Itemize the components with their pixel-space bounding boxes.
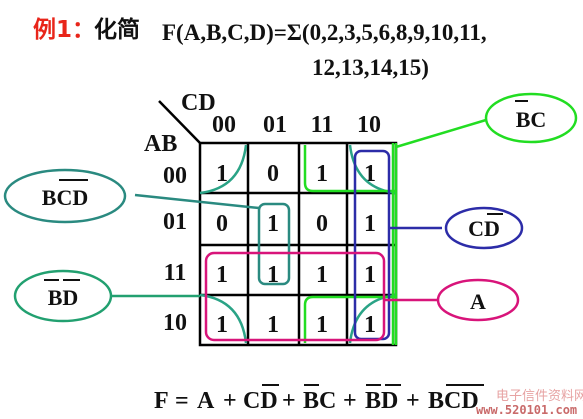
final-plus-4: + <box>406 388 420 414</box>
cell-r2-c1: 1 <box>267 262 279 288</box>
cell-r0-c0: 1 <box>216 161 228 187</box>
label-bd-ellipse <box>13 269 113 323</box>
final-term-cd: CD <box>243 388 278 414</box>
simplify-label: 化简 <box>94 16 140 43</box>
cell-r2-c2: 1 <box>316 262 328 288</box>
ab-variable-label: AB <box>144 131 177 157</box>
cell-r1-c1: 1 <box>267 211 279 237</box>
kmap-grid <box>198 141 398 347</box>
cell-r0-c1: 0 <box>267 161 279 187</box>
label-bd-text: BD <box>48 285 79 310</box>
final-f: F <box>154 388 169 414</box>
label-cd-text: CD <box>468 216 500 241</box>
row-header-00: 00 <box>163 163 187 189</box>
row-header-11: 11 <box>164 260 187 286</box>
final-plus-2: + <box>282 388 296 414</box>
col-header-10: 10 <box>357 112 381 138</box>
leader-bcd <box>134 193 260 210</box>
label-cd-ellipse <box>444 206 524 250</box>
cell-r3-c0: 1 <box>216 312 228 338</box>
col-header-11: 11 <box>311 112 334 138</box>
final-term-bd: BD <box>365 388 398 414</box>
example-label: 例1： <box>33 17 95 43</box>
label-bc-text: BC <box>516 107 547 132</box>
cell-r2-c0: 1 <box>216 262 228 288</box>
label-bcd-text: BCD <box>42 185 88 210</box>
cell-r1-c2: 0 <box>316 211 328 237</box>
label-bc-ellipse <box>484 92 578 144</box>
final-expression: F = A + CD + BC + BD + BCD <box>154 384 484 414</box>
group-a-box <box>204 251 386 342</box>
cd-variable-label: CD <box>181 90 216 116</box>
leader-bc <box>395 118 487 149</box>
watermark-line1: 电子信件资料网 <box>496 389 583 404</box>
cell-r1-c3: 1 <box>364 211 376 237</box>
cell-r2-c3: 1 <box>364 262 376 288</box>
label-bcd-ellipse <box>3 168 127 224</box>
cell-r3-c1: 1 <box>267 312 279 338</box>
corner-diagonal <box>158 100 201 144</box>
function-definition-line2: 12,13,14,15) <box>312 55 429 80</box>
watermark-line2: www.520101.com <box>476 403 577 417</box>
cell-r3-c2: 1 <box>316 312 328 338</box>
function-definition-line1: F(A,B,C,D)=Σ(0,2,3,5,6,8,9,10,11, <box>162 20 487 45</box>
final-term-bc: BC <box>303 388 336 414</box>
final-term-a: A <box>197 388 215 414</box>
final-plus-3: + <box>343 388 357 414</box>
cell-r1-c0: 0 <box>216 211 228 237</box>
label-a-text: A <box>470 289 486 314</box>
group-bcd-box <box>257 202 291 286</box>
final-term-bcd: BCD <box>428 388 479 414</box>
row-header-10: 10 <box>163 310 187 336</box>
col-header-01: 01 <box>263 112 287 138</box>
final-plus-1: + <box>223 388 237 414</box>
cell-r0-c2: 1 <box>316 161 328 187</box>
cell-r3-c3: 1 <box>364 312 376 338</box>
kmap-cells: 1 0 1 1 0 1 0 1 1 1 1 1 1 1 1 1 <box>216 161 376 338</box>
row-header-01: 01 <box>163 209 187 235</box>
final-eq: = <box>175 388 189 414</box>
label-a-ellipse <box>436 278 520 322</box>
col-header-00: 00 <box>212 112 236 138</box>
group-bc-green <box>303 143 398 345</box>
